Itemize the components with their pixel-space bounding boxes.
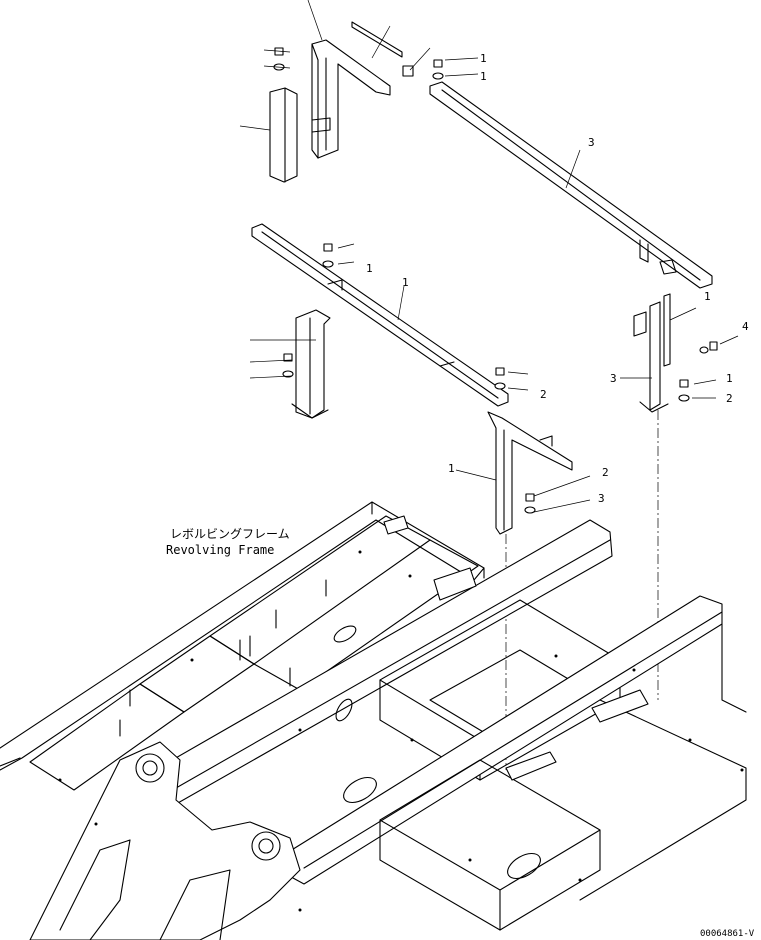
bolt-icon — [494, 367, 506, 390]
callout-13: 4 — [742, 320, 749, 333]
callout-6: 2 — [540, 388, 547, 401]
frame-label-jp: レボルビングフレーム — [170, 527, 290, 541]
callout-9: 2 — [726, 392, 733, 405]
middle-bracket-assembly — [251, 223, 718, 535]
upper-bracket-assembly — [269, 21, 713, 289]
bolt-icon — [282, 353, 294, 378]
callout-8: 1 — [704, 290, 711, 303]
callout-2: 1 — [480, 70, 487, 83]
leader-lines — [239, 0, 739, 513]
bolt-icon — [432, 59, 444, 80]
callout-1: 1 — [480, 52, 487, 65]
bolt-icon — [322, 243, 334, 268]
callout-11: 2 — [602, 466, 609, 479]
document-id: 00064861-V — [700, 929, 755, 939]
callout-4: 1 — [402, 276, 409, 289]
bolt-icon — [678, 379, 690, 402]
callout-numbers: 1 1 3 1 1 2 3 1 2 1 2 3 4 1 — [366, 52, 749, 505]
callout-10: 1 — [726, 372, 733, 385]
frame-label-en: Revolving Frame — [166, 543, 274, 557]
bolt-icon — [699, 341, 718, 354]
callout-3: 3 — [588, 136, 595, 149]
callout-7: 3 — [598, 492, 605, 505]
bolt-icon — [524, 493, 536, 514]
revolving-frame — [0, 501, 747, 940]
callout-5: 1 — [366, 262, 373, 275]
callout-12: 3 — [610, 372, 617, 385]
callout-14: 1 — [448, 462, 455, 475]
